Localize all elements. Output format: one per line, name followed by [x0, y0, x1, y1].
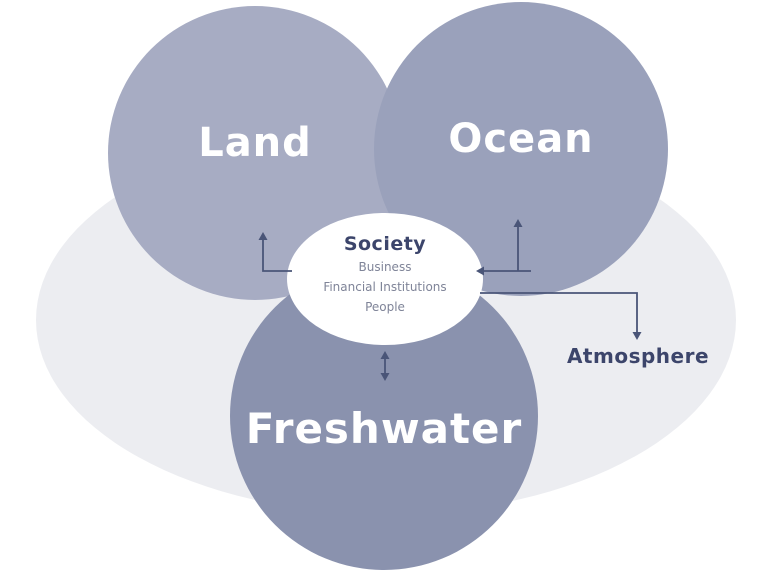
society-item-people: People	[365, 300, 405, 314]
society-item-business: Business	[358, 260, 412, 274]
society-item-financial-institutions: Financial Institutions	[323, 280, 447, 294]
land-label: Land	[198, 120, 312, 166]
society-title: Society	[343, 233, 427, 255]
ocean-label: Ocean	[448, 116, 594, 162]
atmosphere-label: Atmosphere	[566, 344, 710, 368]
society-ellipse: Society Business Financial Institutions …	[287, 213, 483, 345]
freshwater-label: Freshwater	[245, 404, 523, 453]
